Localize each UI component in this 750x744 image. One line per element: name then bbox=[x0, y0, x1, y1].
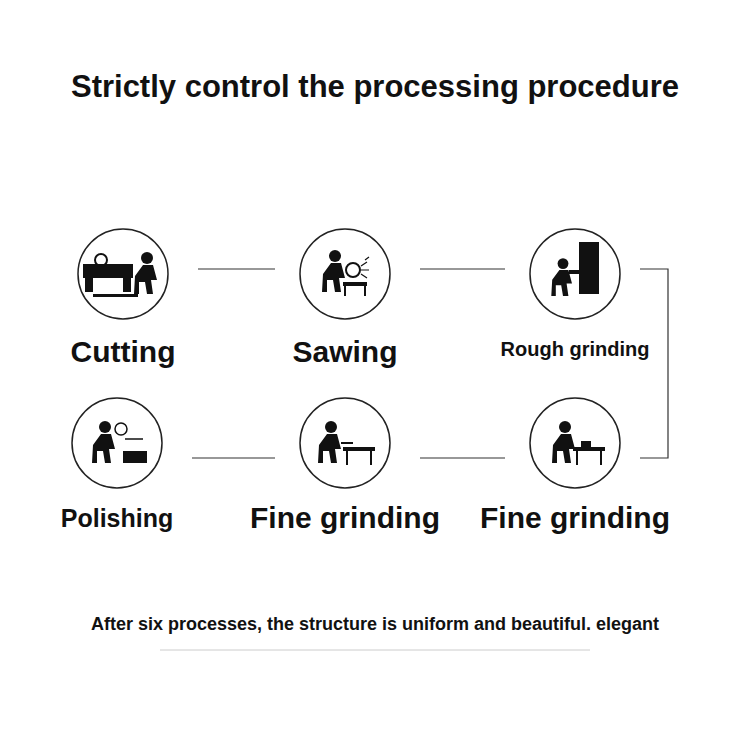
process-connector bbox=[640, 269, 668, 458]
process-step: Polishing bbox=[59, 396, 176, 533]
step-label: Fine grinding bbox=[248, 501, 442, 535]
step-label: Polishing bbox=[59, 504, 176, 533]
process-connector bbox=[420, 457, 505, 458]
step-circle bbox=[76, 227, 170, 321]
process-step: Rough grinding bbox=[499, 227, 652, 361]
polishing-icon bbox=[92, 421, 147, 463]
step-label: Rough grinding bbox=[499, 338, 652, 361]
divider-line bbox=[160, 650, 590, 651]
fine-grinding-icon bbox=[552, 421, 605, 465]
step-circle bbox=[70, 396, 164, 490]
saw-icon bbox=[322, 250, 369, 296]
bandsaw-icon bbox=[551, 242, 599, 296]
process-step: Sawing bbox=[290, 227, 400, 369]
step-circle bbox=[298, 396, 392, 490]
step-circle bbox=[298, 227, 392, 321]
step-label: Sawing bbox=[290, 335, 400, 369]
process-step: Cutting bbox=[69, 227, 178, 369]
fine-grinding-icon bbox=[318, 421, 375, 465]
lathe-icon bbox=[83, 252, 157, 297]
process-connector bbox=[420, 268, 505, 269]
process-connector bbox=[198, 268, 275, 269]
diagram-caption: After six processes, the structure is un… bbox=[0, 614, 750, 635]
step-circle bbox=[528, 396, 622, 490]
step-circle bbox=[528, 227, 622, 321]
step-label: Cutting bbox=[69, 335, 178, 369]
process-step: Fine grinding bbox=[478, 396, 672, 535]
diagram-title: Strictly control the processing procedur… bbox=[0, 69, 750, 105]
process-step: Fine grinding bbox=[248, 396, 442, 535]
step-label: Fine grinding bbox=[478, 501, 672, 535]
process-connector bbox=[192, 457, 275, 458]
